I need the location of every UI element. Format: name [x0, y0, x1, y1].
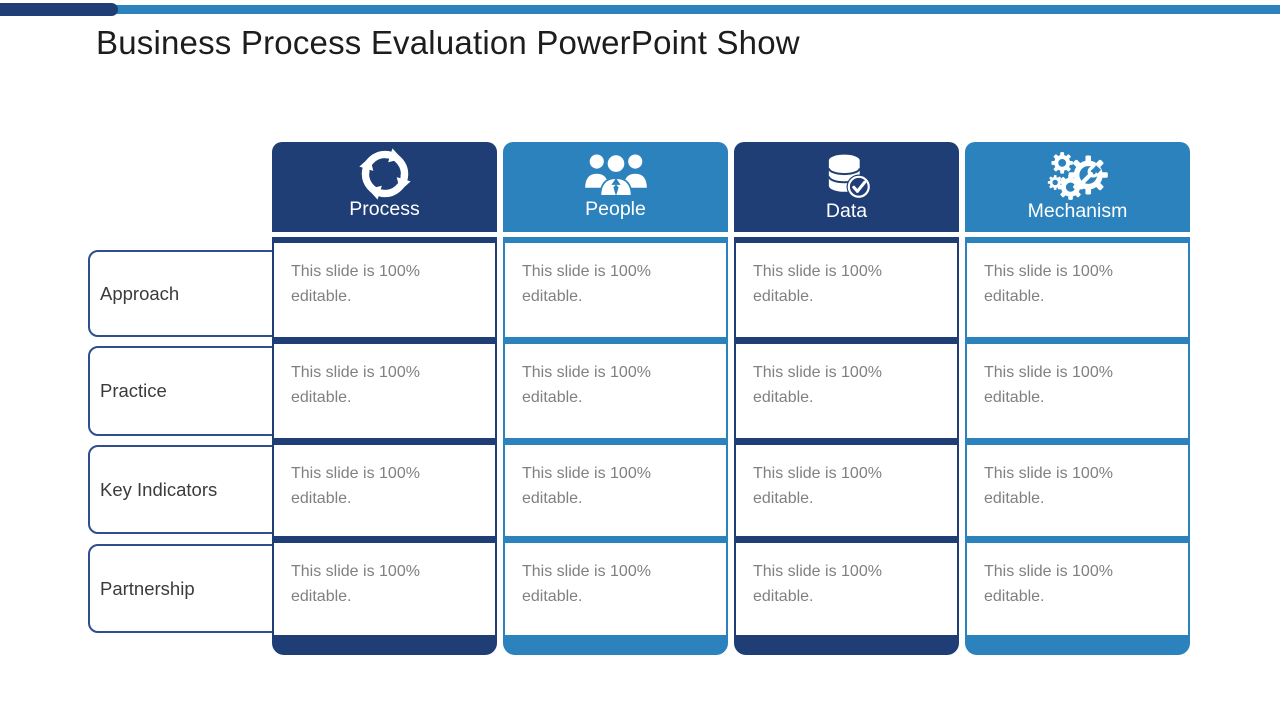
column-people: People This slide is 100% editable. This…: [503, 142, 728, 655]
divider: [965, 337, 1190, 344]
column-footer-bar: [503, 635, 728, 655]
table-cell: This slide is 100% editable.: [965, 243, 1190, 337]
column-header-label: Data: [825, 200, 868, 222]
table-cell: This slide is 100% editable.: [272, 243, 497, 337]
column-footer-bar: [965, 635, 1190, 655]
divider: [734, 438, 959, 445]
page-title: Business Process Evaluation PowerPoint S…: [96, 24, 800, 61]
divider: [734, 536, 959, 543]
table-cell: This slide is 100% editable.: [734, 243, 959, 337]
table-cell: This slide is 100% editable.: [503, 243, 728, 337]
cycle-arrows-icon: [358, 142, 412, 200]
table-cell: This slide is 100% editable.: [503, 445, 728, 536]
divider: [965, 536, 1190, 543]
column-mechanism: Mechanism This slide is 100% editable. T…: [965, 142, 1190, 655]
column-header-label: Mechanism: [1027, 200, 1128, 222]
row-label-key-indicators: Key Indicators: [88, 445, 281, 534]
table-cell: This slide is 100% editable.: [734, 543, 959, 635]
top-accent-bar: [0, 3, 118, 16]
divider: [272, 337, 497, 344]
table-cell: This slide is 100% editable.: [503, 543, 728, 635]
row-label-approach: Approach: [88, 250, 281, 337]
column-mechanism-header: Mechanism: [965, 142, 1190, 232]
divider: [965, 438, 1190, 445]
column-data-header: Data: [734, 142, 959, 232]
divider: [734, 237, 959, 243]
table-cell: This slide is 100% editable.: [272, 543, 497, 635]
divider: [503, 337, 728, 344]
table-cell: This slide is 100% editable.: [503, 344, 728, 438]
divider: [272, 237, 497, 243]
table-cell: This slide is 100% editable.: [965, 543, 1190, 635]
people-group-icon: [582, 142, 650, 200]
gears-wrench-icon: [1046, 142, 1109, 202]
row-label-text: Key Indicators: [100, 478, 218, 500]
column-people-header: People: [503, 142, 728, 232]
row-label-partnership: Partnership: [88, 544, 281, 633]
database-check-icon: [818, 142, 876, 202]
divider: [965, 237, 1190, 243]
divider: [503, 237, 728, 243]
row-label-text: Partnership: [100, 577, 195, 599]
column-process: Process This slide is 100% editable. Thi…: [272, 142, 497, 655]
column-header-label: Process: [349, 198, 420, 220]
table-cell: This slide is 100% editable.: [965, 344, 1190, 438]
table-cell: This slide is 100% editable.: [734, 445, 959, 536]
row-label-practice: Practice: [88, 346, 281, 436]
row-label-text: Practice: [100, 380, 167, 401]
column-footer-bar: [272, 635, 497, 655]
table-cell: This slide is 100% editable.: [272, 445, 497, 536]
divider: [734, 337, 959, 344]
row-label-text: Approach: [100, 282, 180, 304]
top-accent-line: [100, 5, 1280, 14]
table-cell: This slide is 100% editable.: [272, 344, 497, 438]
column-footer-bar: [734, 635, 959, 655]
divider: [272, 438, 497, 445]
divider: [503, 438, 728, 445]
column-process-header: Process: [272, 142, 497, 232]
table-cell: This slide is 100% editable.: [734, 344, 959, 438]
divider: [503, 536, 728, 543]
table-cell: This slide is 100% editable.: [965, 445, 1190, 536]
divider: [272, 536, 497, 543]
column-data: Data This slide is 100% editable. This s…: [734, 142, 959, 655]
column-header-label: People: [585, 198, 646, 220]
